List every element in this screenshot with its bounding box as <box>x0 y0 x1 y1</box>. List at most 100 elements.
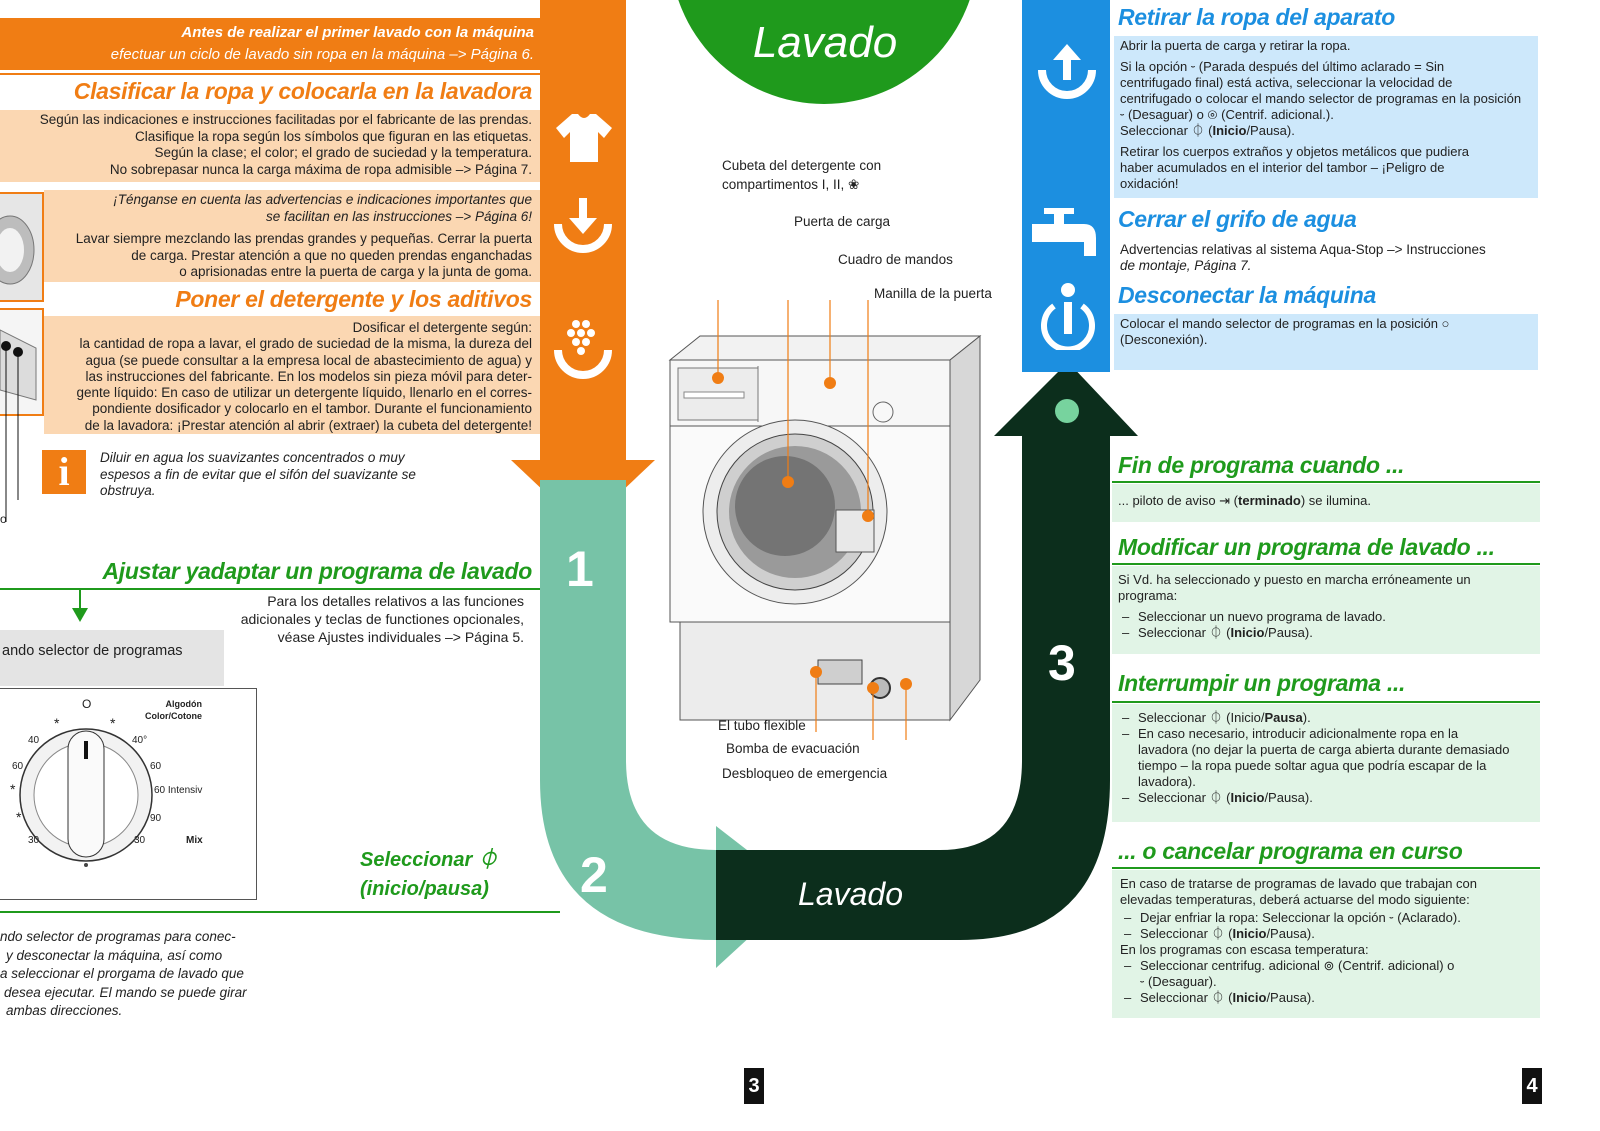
info-icon: i <box>42 450 86 494</box>
step-2-number: 2 <box>580 847 608 903</box>
ajustar-line-1: Para los detalles relativos a las funcio… <box>267 593 524 609</box>
modificar-li-2: Seleccionar ⏀ (Inicio/Pausa). <box>1118 625 1534 641</box>
retirar-p3-3: oxidación! <box>1120 176 1179 191</box>
pausa-tail: /Pausa). <box>1264 625 1313 640</box>
desc-line-3: a seleccionar el prorgama de lavado que <box>0 966 244 981</box>
desconectar-line-1: Colocar el mando selector de programas e… <box>1120 316 1450 331</box>
dial-star-3: * <box>10 781 16 797</box>
inicio-label: Inicio <box>1230 790 1265 805</box>
pausa-tail: /Pausa). <box>1264 790 1313 805</box>
retirar-title: Retirar la ropa del aparato <box>1118 4 1395 30</box>
tip-line-3: obstruya. <box>100 483 156 498</box>
orange-band <box>540 0 626 470</box>
interrumpir-li2-3: tiempo – la ropa puede soltar agua que p… <box>1138 758 1487 773</box>
seleccionar-label: Seleccionar ⏀ (inicio/pausa) <box>360 846 498 904</box>
laundry-image <box>0 192 44 302</box>
dial-star-4: * <box>16 809 22 825</box>
step-3-number: 3 <box>1048 635 1076 691</box>
water-tap-icon <box>1032 208 1096 256</box>
pausa-label: Pausa <box>1264 710 1303 725</box>
advert-line-2: se facilitan en las instrucciones –> Pág… <box>265 208 532 224</box>
dial-star-1: * <box>54 715 60 731</box>
selector-label-box: ando selector de programas <box>0 630 224 686</box>
detergente-line-2: la cantidad de ropa a lavar, el grado de… <box>79 336 532 352</box>
desconectar-title: Desconectar la máquina <box>1118 282 1377 308</box>
lavado-bottom-label: Lavado <box>798 876 903 912</box>
clasificar-line-4: No sobrepasar nunca la carga máxima de r… <box>109 161 532 177</box>
detergente-line-1: Dosificar el detergente según: <box>352 320 532 335</box>
desc-line-2: y desconectar la máquina, así como <box>6 947 223 963</box>
interrumpir-rule <box>1112 701 1540 703</box>
tip-line-1: Diluir en agua los suavizantes concentra… <box>100 450 405 465</box>
dial-60-left: 60 <box>12 761 24 772</box>
interrumpir-li-1: Seleccionar ⏀ (Inicio/Pausa). <box>1118 710 1534 726</box>
load-down-icon <box>554 198 612 253</box>
detergente-box: Dosificar el detergente según: la cantid… <box>44 316 540 434</box>
intro-line-2: efectuar un ciclo de lavado sin ropa en … <box>110 46 534 63</box>
teal-arrow <box>540 480 800 968</box>
green-header-circle <box>678 0 970 104</box>
interrumpir-li2-2: lavadora (no dejar la puerta de carga ab… <box>1138 742 1510 757</box>
dial-90: 90 <box>150 813 162 824</box>
detergente-line-7: de la lavadora: ¡Prestar atención al abr… <box>84 417 532 433</box>
ajustar-title: Ajustar yadaptar un programa de lavado <box>102 558 532 584</box>
cancelar-li-2: Seleccionar ⏀ (Inicio/Pausa). <box>1120 926 1532 942</box>
modificar-rule <box>1112 563 1540 565</box>
intro-banner: Antes de realizar el primer lavado con l… <box>0 18 540 70</box>
modificar-line-1: Si Vd. ha seleccionado y puesto en march… <box>1118 572 1471 587</box>
retirar-p1: Abrir la puerta de carga y retirar la ro… <box>1120 38 1351 53</box>
detergente-title: Poner el detergente y los aditivos <box>175 286 532 312</box>
dial-color: Color/Cotone <box>145 711 202 721</box>
advert-box: ¡Ténganse en cuenta las advertencias e i… <box>44 190 540 282</box>
retirar-p2-2: centrifugado final) está activa, selecci… <box>1120 75 1453 90</box>
detergente-line-4: las instrucciones del fabricante. En los… <box>85 368 532 384</box>
interrumpir-li2-1: En caso necesario, introducir adicionalm… <box>1138 726 1459 741</box>
program-dial-panel[interactable]: O Algodón Color/Cotone 40 40° 60 60 60 I… <box>0 688 257 900</box>
cerrar-line-1: Advertencias relativas al sistema Aqua-S… <box>1120 242 1486 257</box>
sel-prefix: Seleccionar ⏀ ( <box>1138 625 1231 640</box>
interrumpir-li-2: En caso necesario, introducir adicionalm… <box>1118 726 1534 790</box>
cancelar-line-2: elevadas temperaturas, deberá actuarse d… <box>1120 892 1470 907</box>
cerrar-body: Advertencias relativas al sistema Aqua-S… <box>1120 242 1486 274</box>
detergente-line-6: pondiente dosificador y colocarlo en el … <box>92 401 532 417</box>
clasificar-line-3: Según la clase; el color; el grado de su… <box>154 145 532 160</box>
cancelar-li3-2: ⏑ (Desaguar). <box>1140 974 1217 989</box>
clasificar-title: Clasificar la ropa y colocarla en la lav… <box>73 78 533 104</box>
dial-40-left: 40 <box>28 735 40 746</box>
pausa-tail: /Pausa). <box>1266 926 1315 941</box>
dial-off-mark: O <box>82 697 92 711</box>
retirar-p2-1: Si la opción ⏑ (Parada después del últim… <box>1120 59 1445 74</box>
page-number-right: 4 <box>1522 1068 1542 1104</box>
selector-label: ando selector de programas <box>2 643 183 659</box>
dark-green-arrow <box>716 362 1138 940</box>
sel-inicio-prefix: Seleccionar ⏀ (Inicio/ <box>1138 710 1265 725</box>
interrumpir-box: Seleccionar ⏀ (Inicio/Pausa). En caso ne… <box>1112 704 1540 822</box>
selector-description: ndo selector de programas para conec- y … <box>0 928 247 1021</box>
cancelar-li-1: Dejar enfriar la ropa: Seleccionar la op… <box>1120 910 1532 926</box>
desbloqueo-label: Desbloqueo de emergencia <box>722 766 888 781</box>
down-arrow-icon <box>72 590 88 622</box>
retirar-box: Abrir la puerta de carga y retirar la ro… <box>1114 36 1538 198</box>
detergent-icon <box>554 320 612 379</box>
unload-up-icon <box>1038 44 1096 99</box>
fin-pre: ... piloto de aviso ⇥ ( <box>1118 493 1239 508</box>
fin-bold: terminado <box>1238 493 1301 508</box>
interrumpir-title: Interrumpir un programa ... <box>1118 670 1406 696</box>
page-number-left: 3 <box>744 1068 764 1104</box>
cuadro-label: Cuadro de mandos <box>838 252 953 267</box>
modificar-title: Modificar un programa de lavado ... <box>1118 534 1495 560</box>
advert-line-1: ¡Ténganse en cuenta las advertencias e i… <box>113 192 532 207</box>
dial-30-left: 30 <box>28 835 40 846</box>
retirar-p2-3: centrifugado o colocar el mando selector… <box>1120 91 1522 106</box>
lavar-line-1: Lavar siempre mezclando las prendas gran… <box>75 231 532 246</box>
clasificar-line-1: Según las indicaciones e instrucciones f… <box>39 112 532 127</box>
dial-intensiv: 60 Intensiv <box>154 785 203 796</box>
step-1-number: 1 <box>566 541 594 597</box>
dial-40-right: 40° <box>132 735 148 746</box>
ajustar-line-3: véase Ajustes individuales –> Página 5. <box>277 629 524 645</box>
detergente-title-bg <box>44 284 540 312</box>
bomba-label: Bomba de evacuación <box>726 741 860 756</box>
inicio-label: Inicio <box>1212 123 1247 138</box>
inicio-label: Inicio <box>1232 926 1267 941</box>
